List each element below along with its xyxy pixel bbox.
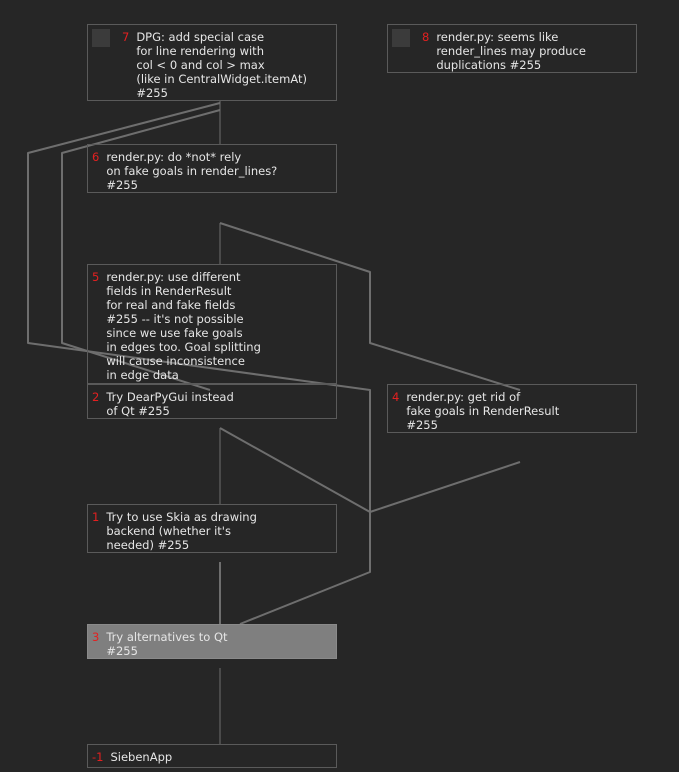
goal-text: render.py: do *not* rely on fake goals i… [106, 150, 278, 192]
edge-thick [27, 102, 371, 625]
goal-text: render.py: use different fields in Rende… [106, 270, 261, 382]
goal-checkbox[interactable] [92, 29, 110, 47]
goal-node-8[interactable]: 8 render.py: seems like render_lines may… [387, 24, 637, 73]
goal-id: 6 [92, 150, 100, 164]
edge-thick [61, 109, 221, 391]
goal-text: Try to use Skia as drawing backend (whet… [106, 510, 257, 552]
goal-text: DPG: add special case for line rendering… [136, 30, 307, 100]
goal-text: render.py: get rid of fake goals in Rend… [406, 390, 560, 432]
goal-node-4[interactable]: 4 render.py: get rid of fake goals in Re… [387, 384, 637, 433]
goal-id: 5 [92, 270, 100, 284]
goal-text: Try alternatives to Qt #255 [106, 630, 228, 658]
goal-id: 4 [392, 390, 400, 404]
goal-checkbox[interactable] [392, 29, 410, 47]
goal-text: SiebenApp [110, 750, 173, 764]
goal-id: -1 [92, 750, 104, 764]
goal-node-root[interactable]: -1 SiebenApp [87, 744, 337, 768]
goal-id: 1 [92, 510, 100, 524]
goal-node-6[interactable]: 6 render.py: do *not* rely on fake goals… [87, 144, 337, 193]
goal-node-3-selected[interactable]: 3 Try alternatives to Qt #255 [87, 624, 337, 659]
goal-node-1[interactable]: 1 Try to use Skia as drawing backend (wh… [87, 504, 337, 553]
edge-thick [219, 222, 521, 391]
goal-text: Try DearPyGui instead of Qt #255 [106, 390, 234, 418]
goal-id: 3 [92, 630, 100, 644]
goal-node-7[interactable]: 7 DPG: add special case for line renderi… [87, 24, 337, 101]
goal-node-2[interactable]: 2 Try DearPyGui instead of Qt #255 [87, 384, 337, 419]
goal-id: 8 [422, 30, 430, 44]
edge-thick [219, 427, 521, 513]
goal-text: render.py: seems like render_lines may p… [436, 30, 586, 72]
goal-id: 2 [92, 390, 100, 404]
goal-node-5[interactable]: 5 render.py: use different fields in Ren… [87, 264, 337, 384]
goal-id: 7 [122, 30, 130, 44]
